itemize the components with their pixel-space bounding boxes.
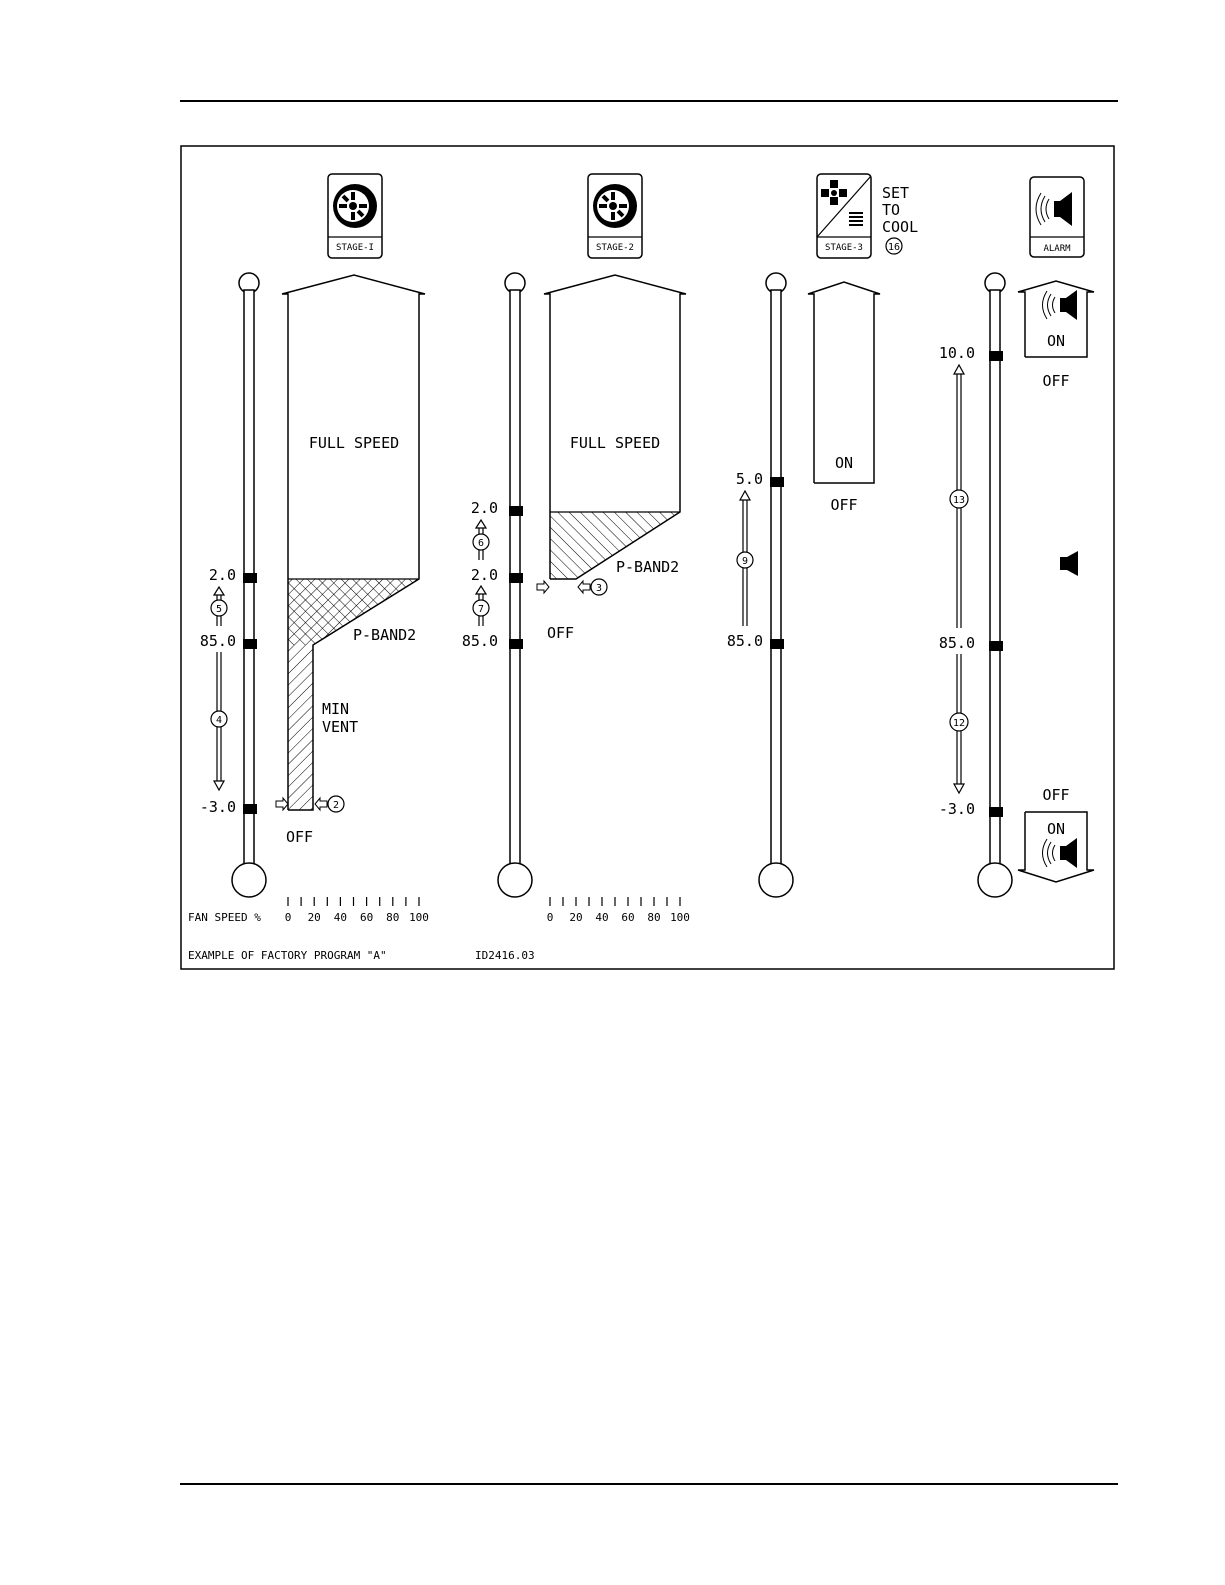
alarm-mid-setpoint: 85.0 bbox=[939, 634, 975, 652]
stage3-set-label-2: TO bbox=[882, 201, 900, 219]
fan-speed-scale-stage1: 0 20 40 60 80 100 bbox=[285, 897, 429, 924]
stage2-fan-speed-profile bbox=[544, 275, 686, 579]
setpoint-marker bbox=[509, 639, 523, 649]
setpoint-marker bbox=[770, 639, 784, 649]
setpoint-marker bbox=[989, 807, 1003, 817]
alarm-callout-12: 12 bbox=[950, 713, 968, 731]
stage3-on-label: ON bbox=[835, 454, 853, 472]
svg-text:4: 4 bbox=[216, 715, 222, 726]
scale-tick-label: 100 bbox=[670, 911, 690, 924]
alarm-top-setpoint: 10.0 bbox=[939, 344, 975, 362]
stage1-callout-2: 2 bbox=[328, 796, 344, 812]
svg-text:16: 16 bbox=[888, 242, 900, 253]
scale-tick-label: 20 bbox=[308, 911, 321, 924]
alarm-thermometer bbox=[978, 273, 1012, 897]
stage2-icon-label: STAGE-2 bbox=[596, 243, 634, 253]
scale-tick-label: 0 bbox=[547, 911, 554, 924]
stage1-min-vent-label-2: VENT bbox=[322, 718, 358, 736]
scale-tick-label: 100 bbox=[409, 911, 429, 924]
svg-text:3: 3 bbox=[596, 583, 602, 594]
stage1-icon-label: STAGE-I bbox=[336, 243, 374, 253]
stage2-thermometer bbox=[498, 273, 532, 897]
stage1-bottom-setpoint: -3.0 bbox=[200, 798, 236, 816]
svg-text:7: 7 bbox=[478, 604, 484, 615]
alarm-top-off-label: OFF bbox=[1042, 372, 1069, 390]
stage3-on-block bbox=[808, 282, 880, 483]
svg-text:13: 13 bbox=[953, 495, 965, 506]
fan-speed-scale-stage2: 0 20 40 60 80 100 bbox=[547, 897, 690, 924]
scale-tick-label: 80 bbox=[647, 911, 660, 924]
stage3-icon-label: STAGE-3 bbox=[825, 243, 863, 253]
alarm-callout-13: 13 bbox=[950, 490, 968, 508]
stage3-callout-9: 9 bbox=[737, 552, 753, 568]
stage3-thermometer bbox=[759, 273, 793, 897]
alarm-icon: ALARM bbox=[1030, 177, 1084, 257]
stage2-bottom-setpoint: 85.0 bbox=[462, 632, 498, 650]
svg-text:6: 6 bbox=[478, 538, 484, 549]
stage1-callout-4: 4 bbox=[211, 711, 227, 727]
stage2-full-speed-label: FULL SPEED bbox=[570, 434, 660, 452]
stage2-icon: STAGE-2 bbox=[588, 174, 642, 258]
setpoint-marker bbox=[509, 506, 523, 516]
scale-tick-label: 60 bbox=[621, 911, 634, 924]
stage1-pband-label: P-BAND2 bbox=[353, 626, 416, 644]
stage1-thermometer bbox=[232, 273, 266, 897]
scale-tick-label: 0 bbox=[285, 911, 292, 924]
speaker-icon bbox=[1060, 551, 1078, 576]
stage2-off-label: OFF bbox=[547, 624, 574, 642]
stage3-set-label-3: COOL bbox=[882, 218, 918, 236]
stage3-off-label: OFF bbox=[830, 496, 857, 514]
scale-tick-label: 20 bbox=[569, 911, 582, 924]
setpoint-marker bbox=[243, 639, 257, 649]
stage3-set-label-1: SET bbox=[882, 184, 909, 202]
stage1-full-speed-label: FULL SPEED bbox=[309, 434, 399, 452]
footer-caption: EXAMPLE OF FACTORY PROGRAM "A" bbox=[188, 949, 387, 962]
stage1-callout-5: 5 bbox=[211, 600, 227, 616]
svg-text:9: 9 bbox=[742, 556, 748, 567]
alarm-bottom-off-label: OFF bbox=[1042, 786, 1069, 804]
svg-text:5: 5 bbox=[216, 604, 222, 615]
alarm-icon-label: ALARM bbox=[1043, 244, 1071, 254]
scale-tick-label: 80 bbox=[386, 911, 399, 924]
figure-id: ID2416.03 bbox=[475, 949, 535, 962]
fan-speed-label: FAN SPEED % bbox=[188, 911, 261, 924]
stage3-icon: STAGE-3 bbox=[817, 174, 871, 258]
setpoint-marker bbox=[243, 804, 257, 814]
stage3-callout-16: 16 bbox=[886, 238, 902, 254]
stage2-callout-7: 7 bbox=[473, 600, 489, 616]
setpoint-marker bbox=[989, 641, 1003, 651]
alarm-bottom-on-label: ON bbox=[1047, 820, 1065, 838]
stage2-callout-6: 6 bbox=[473, 534, 489, 550]
svg-text:12: 12 bbox=[953, 718, 965, 729]
stage2-callout-3: 3 bbox=[591, 579, 607, 595]
svg-text:2: 2 bbox=[333, 800, 339, 811]
stage2-mid-setpoint: 2.0 bbox=[471, 566, 498, 584]
stage1-icon: STAGE-I bbox=[328, 174, 382, 258]
stage2-pointer-arrows bbox=[537, 581, 590, 593]
setpoint-marker bbox=[509, 573, 523, 583]
alarm-bottom-setpoint: -3.0 bbox=[939, 800, 975, 818]
stage2-pband-label: P-BAND2 bbox=[616, 558, 679, 576]
stage1-mid-setpoint: 85.0 bbox=[200, 632, 236, 650]
setpoint-marker bbox=[989, 351, 1003, 361]
stage3-bottom-setpoint: 85.0 bbox=[727, 632, 763, 650]
scale-tick-label: 40 bbox=[334, 911, 347, 924]
alarm-top-on-label: ON bbox=[1047, 332, 1065, 350]
setpoint-marker bbox=[770, 477, 784, 487]
stage2-top-setpoint: 2.0 bbox=[471, 499, 498, 517]
stage1-min-vent-label-1: MIN bbox=[322, 700, 349, 718]
stage1-off-label: OFF bbox=[286, 828, 313, 846]
scale-tick-label: 60 bbox=[360, 911, 373, 924]
setpoint-marker bbox=[243, 573, 257, 583]
stage1-range-arrows bbox=[214, 587, 224, 790]
scale-tick-label: 40 bbox=[595, 911, 608, 924]
stage1-top-setpoint: 2.0 bbox=[209, 566, 236, 584]
stage3-top-setpoint: 5.0 bbox=[736, 470, 763, 488]
